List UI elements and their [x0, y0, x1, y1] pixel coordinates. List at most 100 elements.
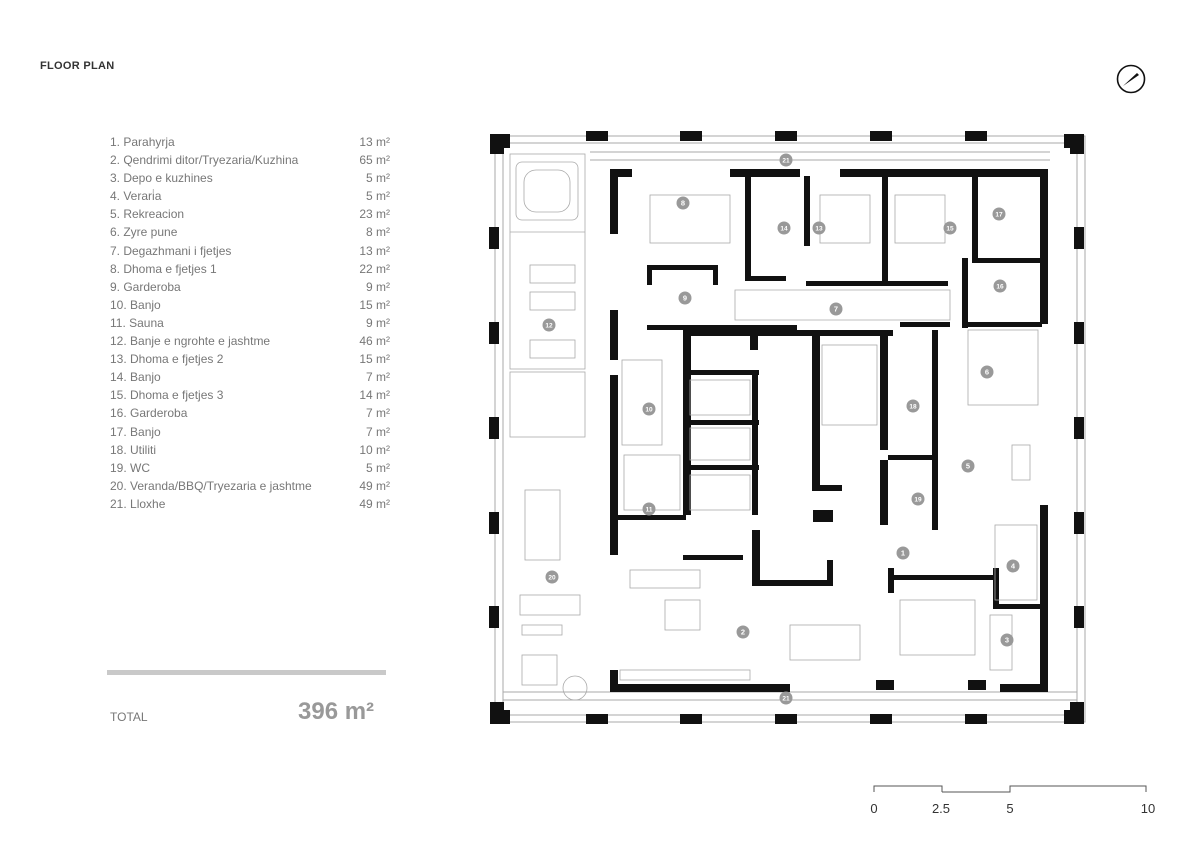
badge-number: 6	[985, 368, 989, 377]
room-label: 2. Qendrimi ditor/Tryezaria/Kuzhina	[110, 153, 299, 168]
badge-number: 14	[780, 226, 788, 233]
badge-circle	[678, 291, 692, 305]
room-area: 7 m²	[366, 370, 390, 385]
badge-number: 4	[1011, 562, 1016, 571]
room-label: 19. WC	[110, 460, 151, 475]
room-badge-6: 6	[980, 365, 994, 379]
legend-row-13: 13. Dhoma e fjetjes 2 15 m²	[110, 350, 390, 368]
badge-circle	[829, 302, 843, 316]
separator-bar	[107, 670, 386, 675]
room-label: 13. Dhoma e fjetjes 2	[110, 352, 224, 367]
badge-circle	[736, 625, 750, 639]
badge-circle	[980, 365, 994, 379]
badge-number: 5	[966, 462, 970, 471]
badge-circle	[896, 546, 910, 560]
badge-circle	[777, 221, 791, 235]
badge-circle	[1006, 559, 1020, 573]
page-title: FLOOR PLAN	[40, 60, 115, 72]
total-label: TOTAL	[110, 710, 148, 724]
badge-number: 10	[645, 407, 653, 414]
badge-circle	[779, 153, 793, 167]
scale-tick-0: 0	[870, 801, 877, 816]
room-area: 15 m²	[359, 297, 390, 312]
room-badge-13: 13	[812, 221, 826, 235]
room-badge-11: 11	[642, 502, 656, 516]
scale-tick-2-5: 2.5	[932, 801, 950, 816]
room-legend: 1. Parahyrja 13 m² 2. Qendrimi ditor/Trye…	[110, 133, 390, 513]
room-area: 65 m²	[359, 153, 390, 168]
badge-circle	[906, 399, 920, 413]
badge-number: 13	[815, 226, 823, 233]
badge-number: 3	[1005, 636, 1009, 645]
room-badge-14: 14	[777, 221, 791, 235]
room-area: 49 m²	[359, 496, 390, 511]
room-label: 3. Depo e kuzhines	[110, 171, 213, 186]
badge-number: 15	[946, 226, 954, 233]
room-area: 13 m²	[359, 243, 390, 258]
room-label: 8. Dhoma e fjetjes 1	[110, 261, 217, 276]
room-label: 9. Garderoba	[110, 279, 181, 294]
room-label: 17. Banjo	[110, 424, 161, 439]
room-badge-3: 3	[1000, 633, 1014, 647]
badge-number: 21	[782, 158, 790, 165]
room-badge-12: 12	[542, 318, 556, 332]
room-area: 23 m²	[359, 207, 390, 222]
room-area: 22 m²	[359, 261, 390, 276]
badge-number: 18	[909, 404, 917, 411]
scale-bar: 0 2.5 5 10	[870, 785, 1155, 816]
total-value: 396 m²	[298, 698, 375, 725]
exterior-walls	[610, 169, 1048, 692]
room-badge-20: 20	[545, 570, 559, 584]
legend-row-14: 14. Banjo 7 m²	[110, 368, 390, 386]
badge-circle	[1000, 633, 1014, 647]
room-badge-18: 18	[906, 399, 920, 413]
room-badge-21: 21	[779, 153, 793, 167]
badge-circle	[642, 402, 656, 416]
legend-row-7: 7. Degazhmani i fjetjes 13 m²	[110, 242, 390, 260]
room-label: 20. Veranda/BBQ/Tryezaria e jashtme	[110, 478, 312, 493]
room-label: 1. Parahyrja	[110, 135, 175, 149]
badge-number: 1	[901, 549, 905, 558]
columns	[489, 131, 1084, 724]
room-label: 7. Degazhmani i fjetjes	[110, 243, 232, 258]
badge-number: 20	[548, 575, 556, 582]
badge-number: 21	[782, 696, 790, 703]
room-label: 14. Banjo	[110, 370, 161, 385]
badge-number: 9	[683, 294, 687, 303]
room-badge-21: 21	[779, 691, 793, 705]
room-badge-5: 5	[961, 459, 975, 473]
room-area: 15 m²	[359, 352, 390, 367]
room-area: 49 m²	[359, 478, 390, 493]
room-badge-4: 4	[1006, 559, 1020, 573]
room-area: 13 m²	[359, 135, 390, 149]
room-area: 46 m²	[359, 334, 390, 349]
badge-circle	[642, 502, 656, 516]
room-badge-9: 9	[678, 291, 692, 305]
badge-circle	[812, 221, 826, 235]
badge-number: 17	[995, 212, 1003, 219]
furniture-lines	[509, 153, 1039, 701]
room-badge-16: 16	[993, 279, 1007, 293]
room-badge-19: 19	[911, 492, 925, 506]
room-label: 18. Utiliti	[110, 442, 157, 457]
room-label: 11. Sauna	[110, 315, 164, 330]
room-label: 6. Zyre pune	[110, 225, 178, 240]
badge-circle	[993, 279, 1007, 293]
badge-circle	[943, 221, 957, 235]
badge-number: 7	[834, 305, 838, 314]
room-badge-2: 2	[736, 625, 750, 639]
room-area: 5 m²	[366, 171, 390, 186]
room-badge-10: 10	[642, 402, 656, 416]
room-area: 7 m²	[366, 406, 390, 421]
badge-circle	[542, 318, 556, 332]
legend-row-8: 8. Dhoma e fjetjes 1 22 m²	[110, 260, 390, 278]
